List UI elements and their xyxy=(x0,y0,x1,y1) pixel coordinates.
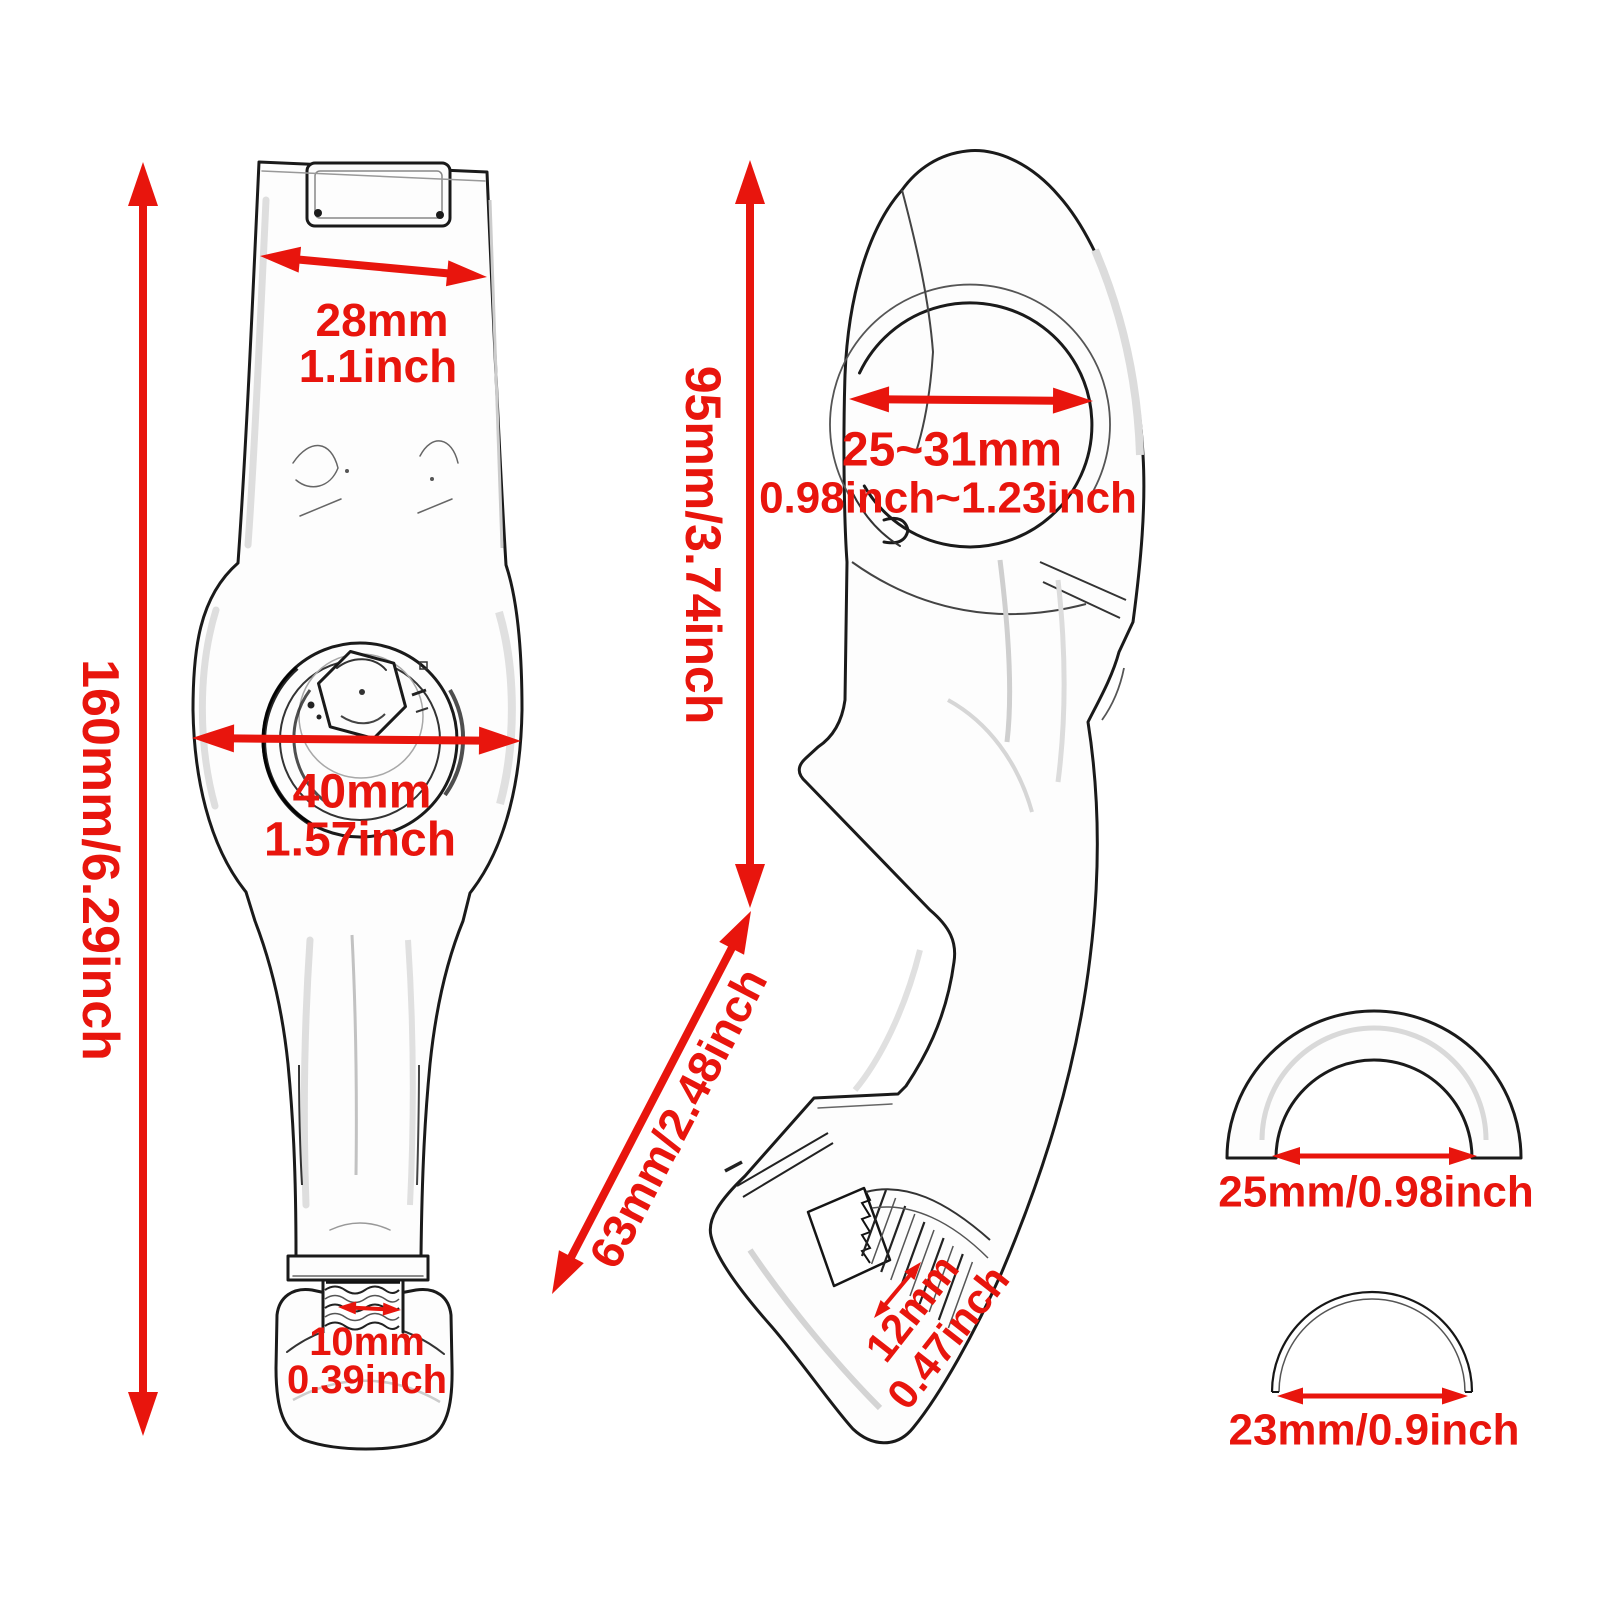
dim-label-side-height: 95mm/3.74inch xyxy=(675,366,731,725)
dim-arrow-drop-length xyxy=(552,911,751,1294)
front-stud-threads xyxy=(321,1276,405,1334)
side-silhouette xyxy=(708,149,1146,1445)
dim-label-stud-dia-mm: 10mm xyxy=(309,1320,425,1364)
dim-label-ring-thin-inner: 23mm/0.9inch xyxy=(1228,1406,1519,1455)
front-boss-bolt xyxy=(198,606,516,839)
dim-label-clamp-range-mm: 25~31mm xyxy=(842,424,1062,477)
dim-label-boss-width-mm: 40mm xyxy=(293,766,432,819)
side-lower-block xyxy=(724,1103,991,1329)
front-strap-slot xyxy=(305,161,452,228)
spacer-ring-thick xyxy=(1225,1009,1523,1160)
dim-arrow-boss-width xyxy=(192,724,521,755)
front-flange xyxy=(286,1254,430,1282)
dim-label-strap-width-in: 1.1inch xyxy=(299,340,458,392)
dim-arrow-stud-diameter xyxy=(338,1301,401,1316)
dim-arrow-ring-thick xyxy=(1272,1147,1477,1165)
spacer-ring-thin xyxy=(1270,1290,1474,1393)
dim-arrow-clamp-range xyxy=(849,386,1093,414)
dim-arrow-strap-width xyxy=(260,246,487,287)
dim-arrow-thread-diameter xyxy=(874,1262,921,1318)
dim-label-strap-width-mm: 28mm xyxy=(316,294,449,346)
dim-label-clamp-range-in: 0.98inch~1.23inch xyxy=(759,474,1137,523)
dim-arrow-ring-thin xyxy=(1277,1387,1468,1405)
dim-arrow-side-height xyxy=(735,160,765,908)
dim-label-boss-width-in: 1.57inch xyxy=(264,814,456,867)
dim-label-ring-thick-inner: 25mm/0.98inch xyxy=(1218,1168,1534,1217)
dim-arrow-overall-height xyxy=(128,162,158,1436)
dim-label-overall-height: 160mm/6.29inch xyxy=(71,659,129,1061)
dim-label-stud-dia-in: 0.39inch xyxy=(287,1358,447,1402)
side-view-drawing xyxy=(708,149,1146,1445)
front-strap-marks xyxy=(292,440,459,517)
front-foot xyxy=(274,1287,454,1451)
side-clamp-bore xyxy=(829,189,1127,721)
front-view-drawing xyxy=(191,160,524,1451)
